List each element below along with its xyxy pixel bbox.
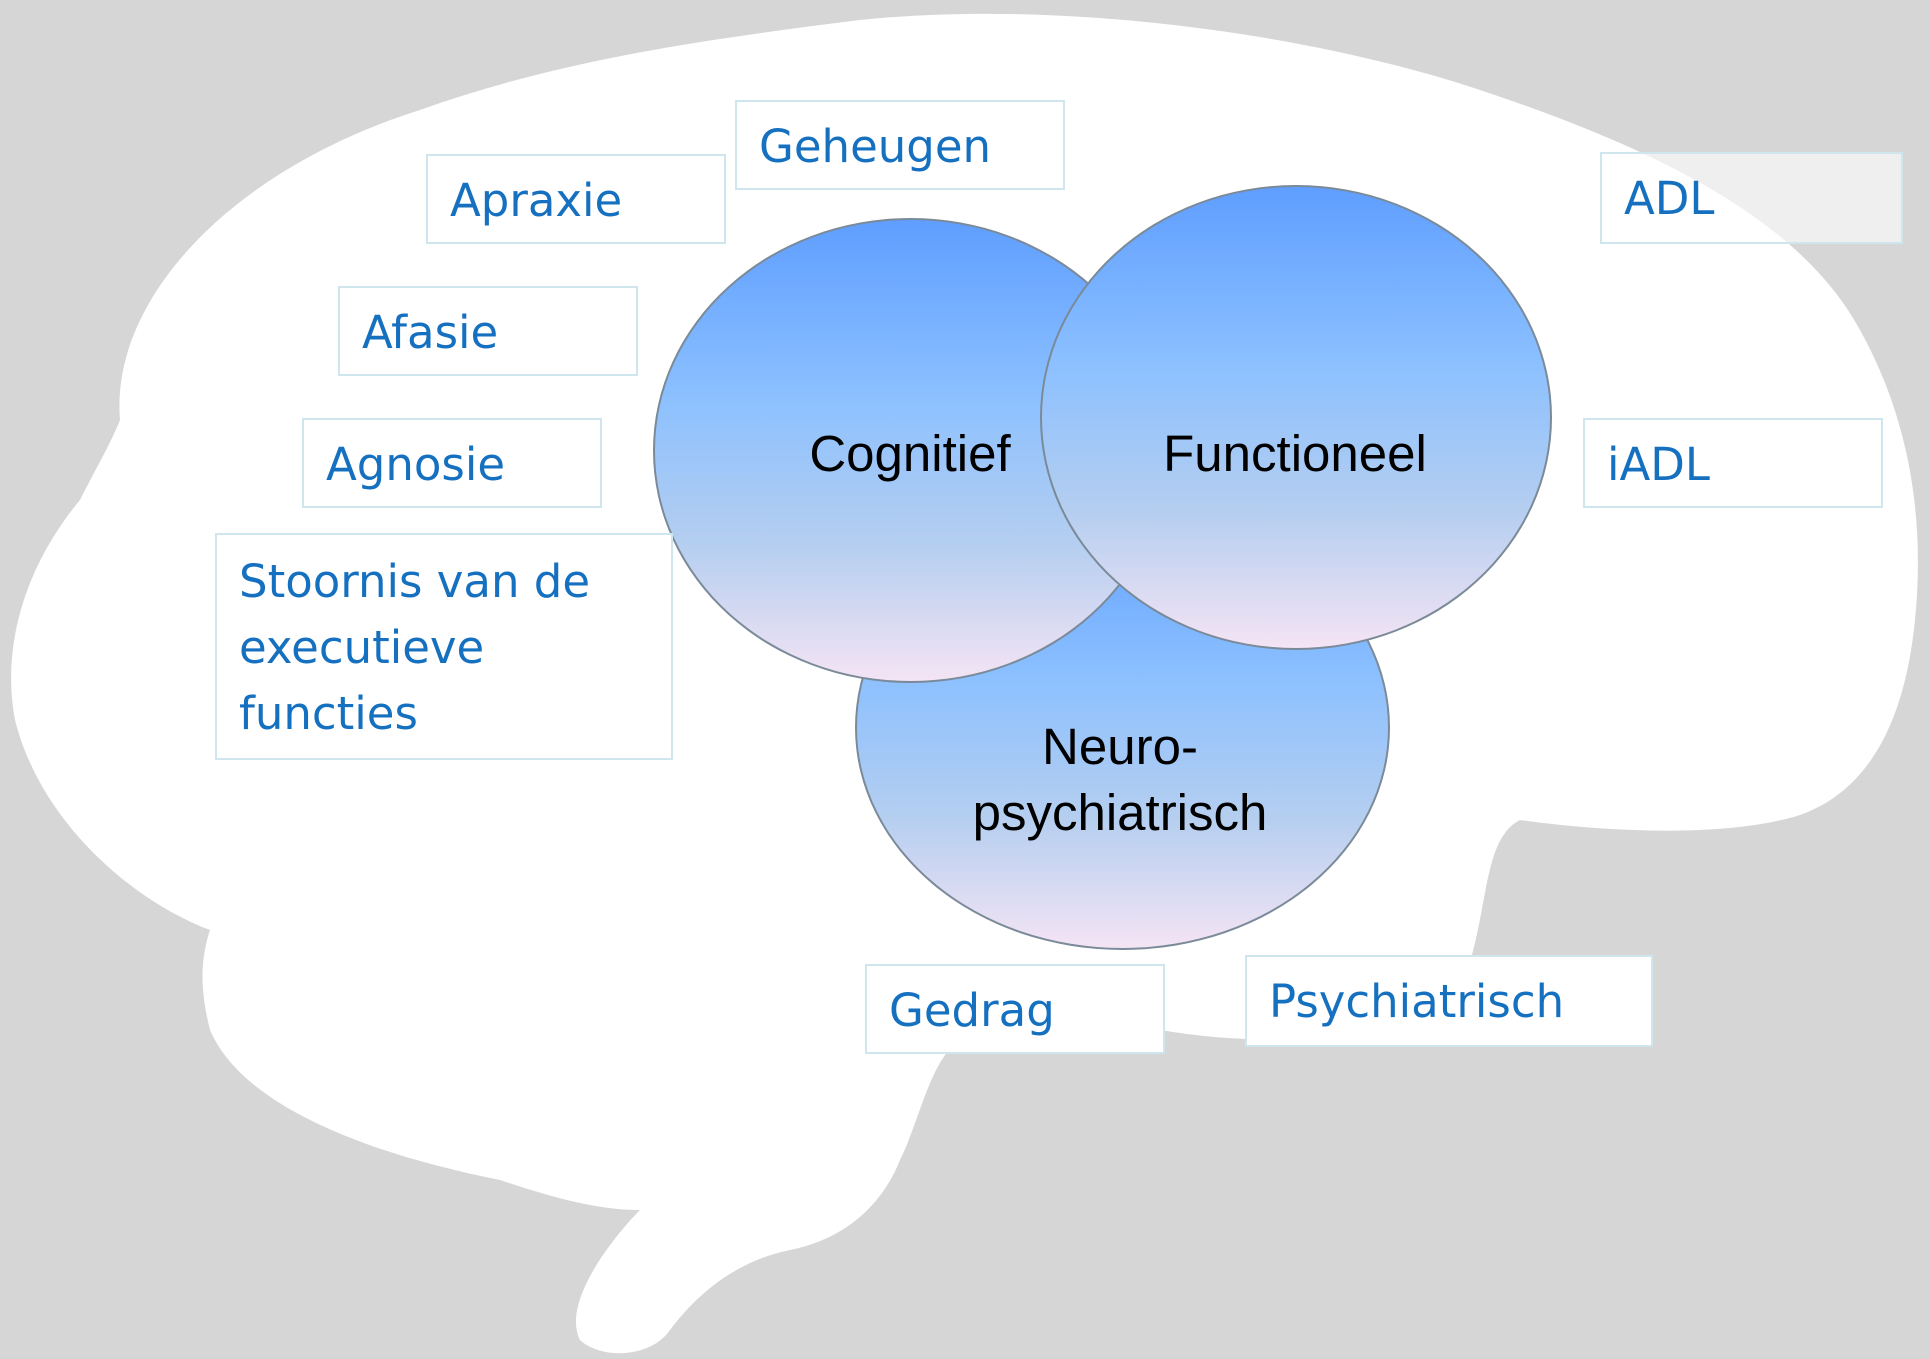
- tag-adl: ADL: [1600, 152, 1903, 244]
- label-neuro-line1: Neuro-: [1042, 718, 1198, 775]
- tag-afasie: Afasie: [338, 286, 638, 376]
- tag-geheugen: Geheugen: [735, 100, 1065, 190]
- tag-psychiatrisch: Psychiatrisch: [1245, 955, 1653, 1047]
- tag-gedrag: Gedrag: [865, 964, 1165, 1054]
- tag-agnosie: Agnosie: [302, 418, 602, 508]
- label-cognitief: Cognitief: [809, 425, 1011, 482]
- tag-executief-line2: executieve: [239, 621, 485, 674]
- tag-stoornis-executieve-functies: Stoornis van de executieve functies: [215, 533, 673, 760]
- circle-functioneel: [1040, 185, 1552, 650]
- label-functioneel: Functioneel: [1163, 425, 1427, 482]
- tag-iadl: iADL: [1583, 418, 1883, 508]
- tag-executief-line3: functies: [239, 687, 418, 740]
- label-neuro-line2: psychiatrisch: [972, 784, 1268, 841]
- label-neuropsychiatrisch: Neuro- psychiatrisch: [920, 714, 1320, 846]
- tag-executief-line1: Stoornis van de: [239, 555, 591, 608]
- tag-apraxie: Apraxie: [426, 154, 726, 244]
